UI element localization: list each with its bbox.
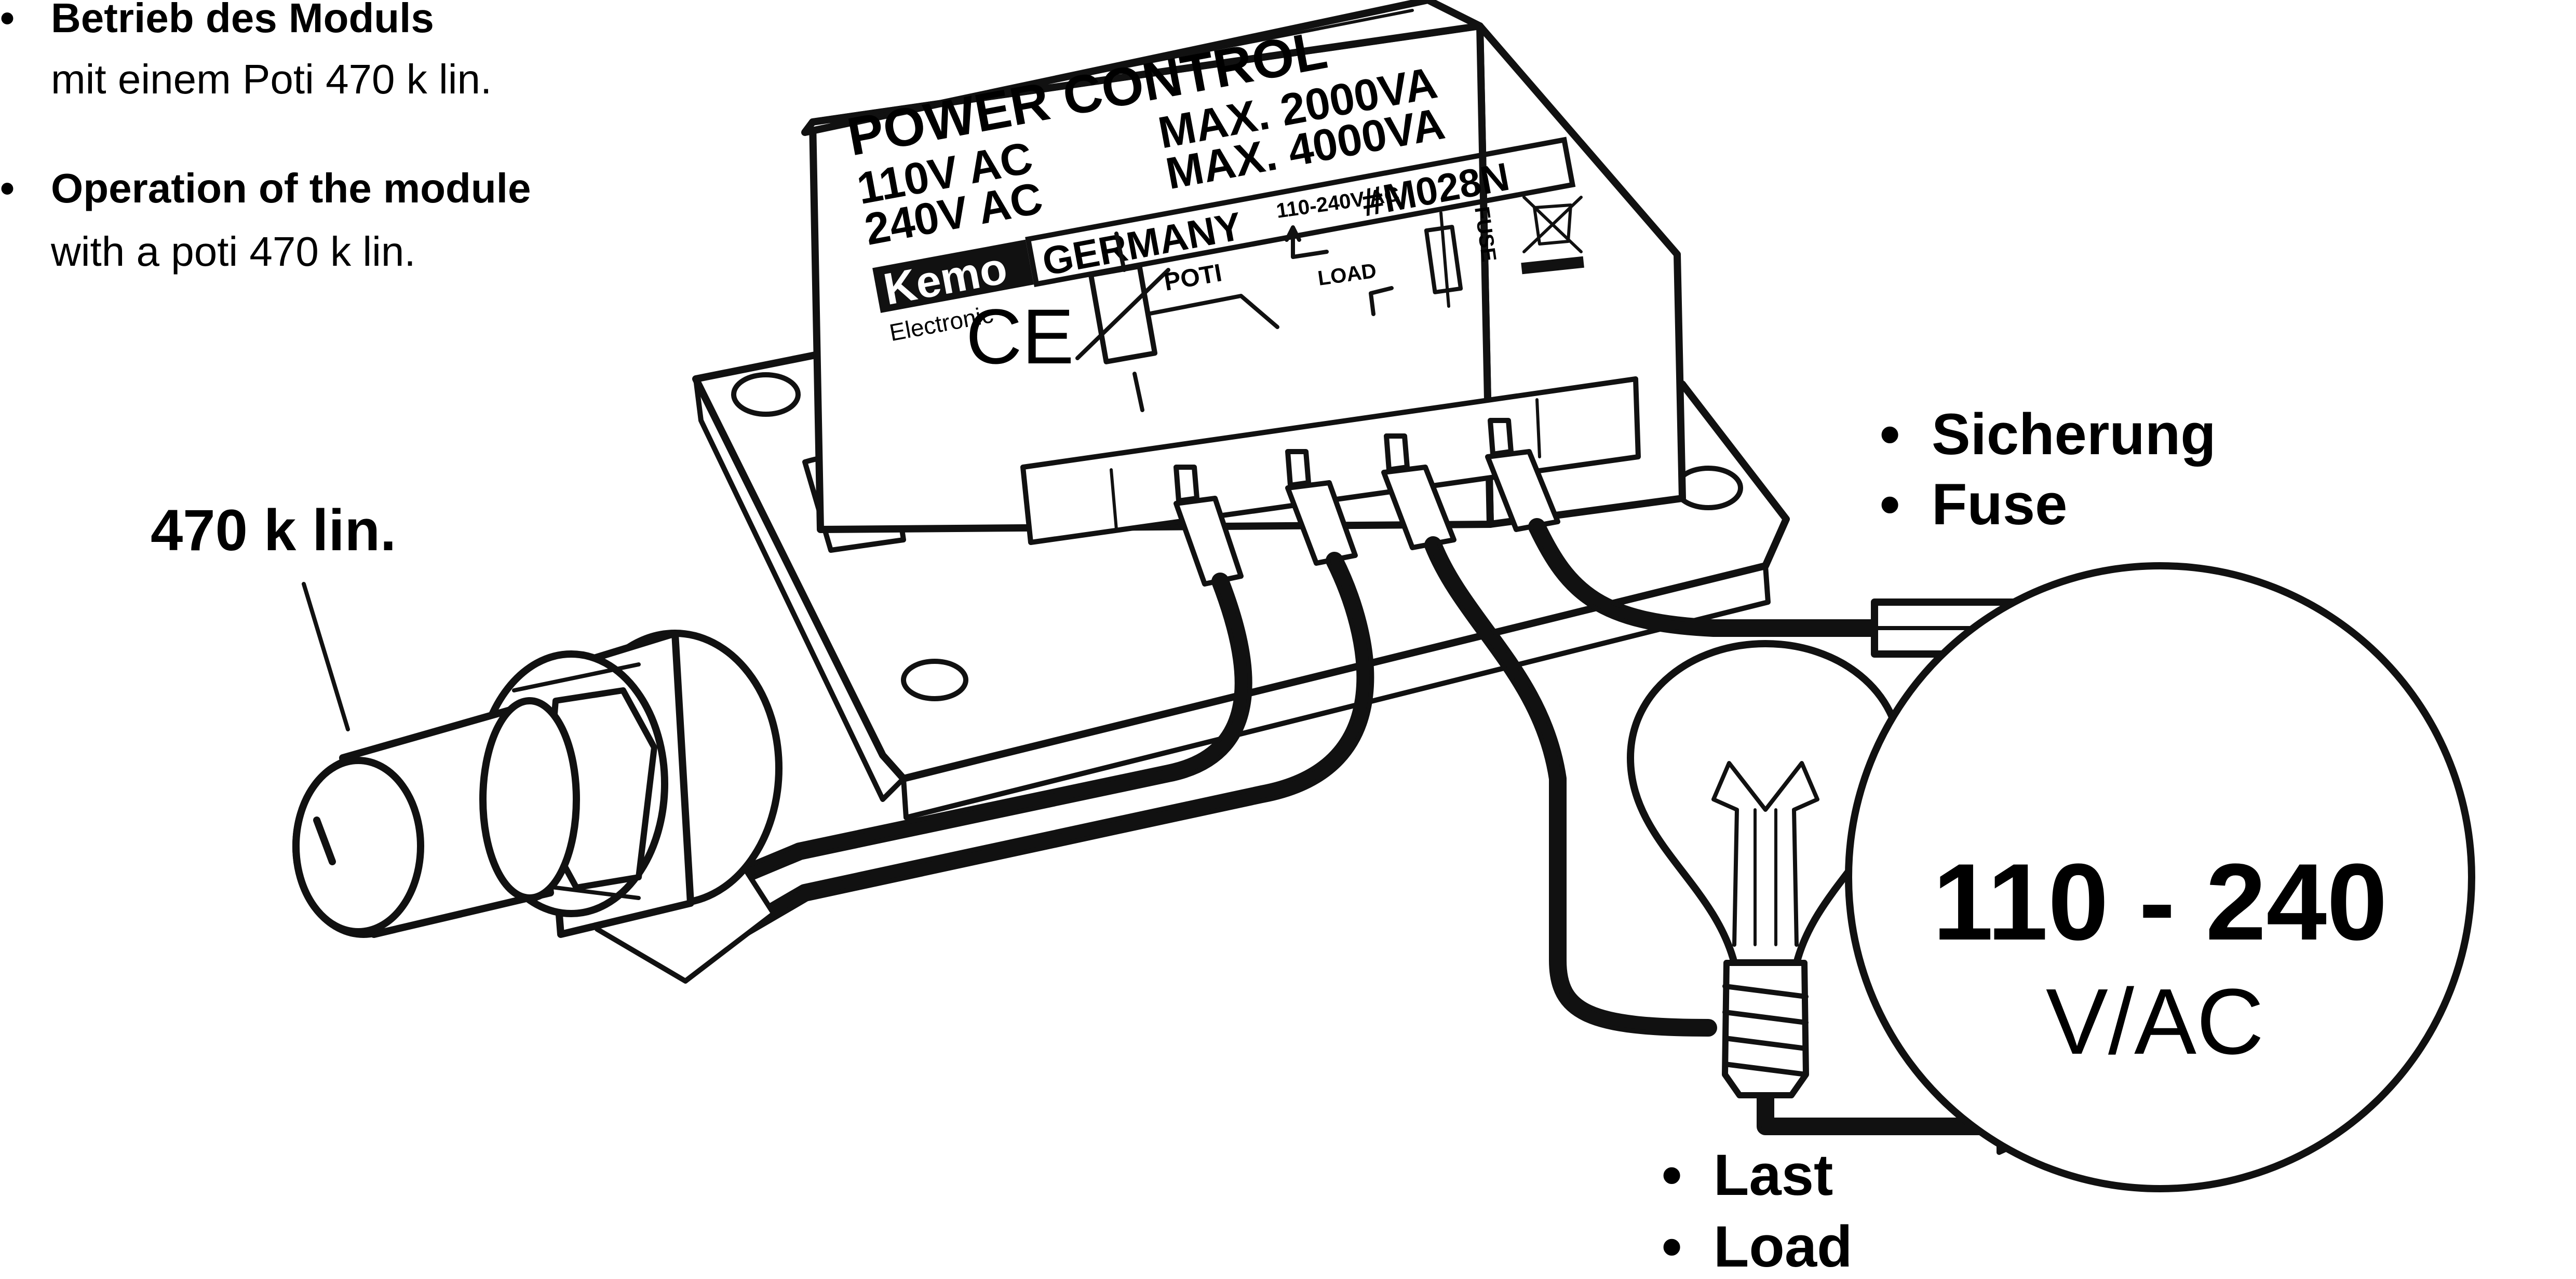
fuse-marking-icon: FUSE [1424, 205, 1501, 308]
poti-value-label: 470 k lin. [151, 498, 396, 563]
fuse-bullet-en: • [1880, 472, 1900, 537]
note-de-text: mit einem Poti 470 k lin. [51, 56, 492, 102]
terminal-poti-2 [1285, 449, 1311, 488]
terminal-poti-1 [1174, 465, 1199, 504]
supply-voltage: 110 - 240 [1933, 841, 2388, 963]
lamp-icon [1627, 640, 1904, 1098]
fuse-label-de: Sicherung [1932, 402, 2216, 467]
operation-notes: • Betrieb des Moduls mit einem Poti 470 … [0, 0, 531, 275]
mounting-hole-icon [1674, 466, 1743, 510]
knob-indicator [313, 817, 336, 865]
fuse-label-en: Fuse [1932, 472, 2067, 537]
poti-leader-line [302, 582, 350, 731]
load-label-en: Load [1714, 1214, 1853, 1279]
origin-strip [1025, 137, 1576, 288]
terminal-supply [1488, 418, 1514, 457]
load-label-de: Last [1714, 1142, 1833, 1207]
load-bullet-de: • [1662, 1142, 1682, 1207]
terminal-load [1384, 433, 1410, 472]
note-bullet-de: • [0, 0, 15, 41]
note-bullet-en: • [0, 165, 15, 211]
load-bullet-en: • [1662, 1214, 1682, 1279]
note-en-title: Operation of the module [51, 165, 531, 211]
wiring [729, 518, 2164, 1135]
mounting-hole-icon [901, 659, 968, 701]
fuse-bullet-de: • [1880, 402, 1900, 467]
supply-unit: V/AC [2046, 970, 2264, 1074]
brand-logo-box [872, 239, 1034, 313]
mounting-hole-icon [731, 372, 801, 417]
knob-face [292, 757, 424, 935]
mains-supply-circle [1845, 562, 2475, 1192]
note-en-text: with a poti 470 k lin. [50, 228, 416, 275]
power-control-module: POWER CONTROL 110V AC 240V AC MAX. 2000V… [801, 0, 1686, 545]
weee-bin-icon [1521, 196, 1584, 275]
ce-mark: CE [966, 293, 1074, 380]
terminal-connectors [1174, 418, 1560, 587]
potentiometer-icon [292, 630, 783, 984]
note-de-title: Betrieb des Moduls [51, 0, 434, 41]
